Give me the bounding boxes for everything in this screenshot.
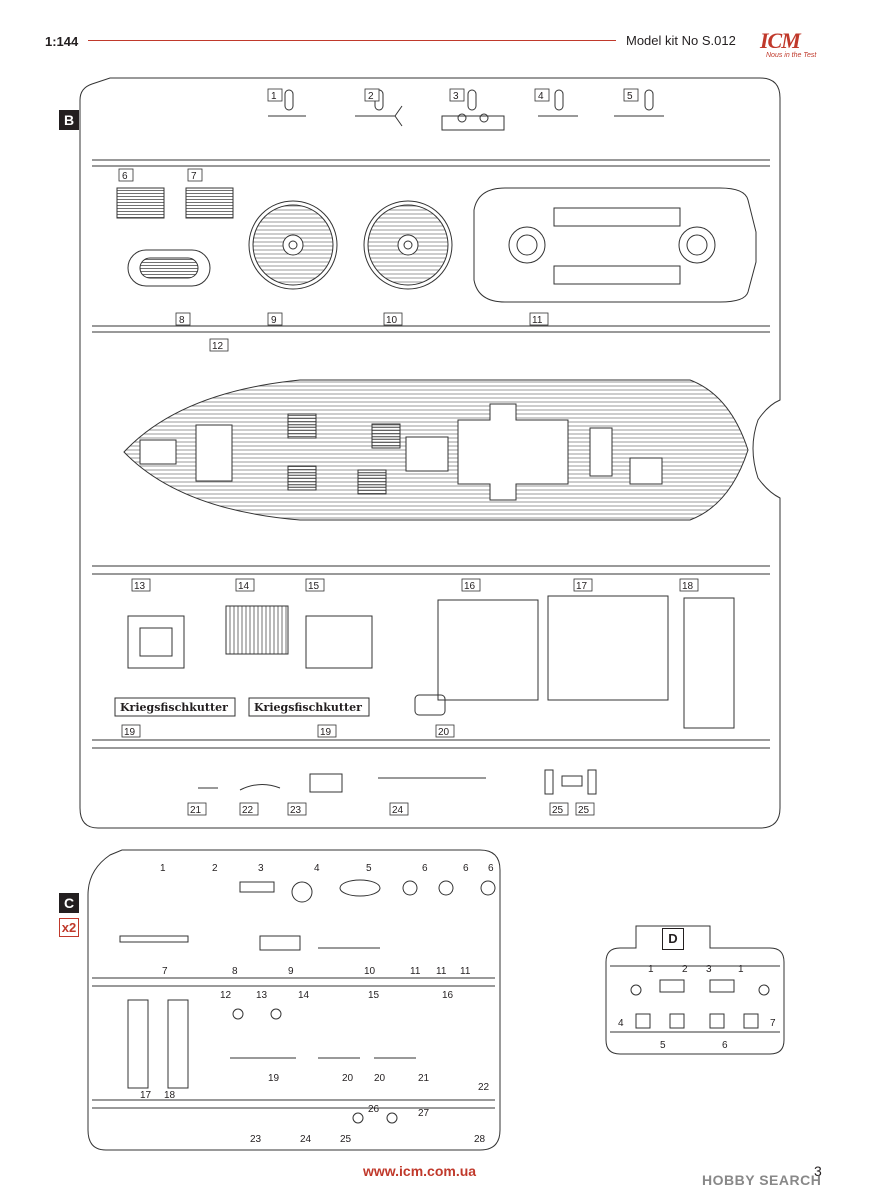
sprue-c-label: 11 xyxy=(460,966,471,977)
logo-tagline: Nous in the Test xyxy=(766,52,817,59)
sprue-b-label: 25 xyxy=(552,805,564,816)
sprue-b-label: 22 xyxy=(242,805,254,816)
sprue-c-label: 10 xyxy=(364,966,376,977)
sprue-b-label: 12 xyxy=(212,341,224,352)
sprue-b-label: 5 xyxy=(627,91,633,102)
sprue-d-label: 7 xyxy=(770,1018,776,1029)
sprue-d-label: 1 xyxy=(738,964,744,975)
sprue-c-label: 17 xyxy=(140,1090,152,1101)
sprue-c-label: 14 xyxy=(298,990,310,1001)
sprue-d-label: 5 xyxy=(660,1040,666,1051)
sprue-c-label: 4 xyxy=(314,863,320,874)
sprue-b-label: 19 xyxy=(124,727,136,738)
sprue-b-label: 23 xyxy=(290,805,302,816)
sprue-c-label: 19 xyxy=(268,1073,280,1084)
footer-url[interactable]: www.icm.com.ua xyxy=(363,1163,477,1179)
sprue-c-frame xyxy=(87,849,501,1151)
sprue-b-label: 24 xyxy=(392,805,404,816)
sprue-d-label: 3 xyxy=(706,964,712,975)
sprue-d-label: 1 xyxy=(648,964,654,975)
sprue-b-label: 6 xyxy=(122,171,128,182)
sprue-d-label: 2 xyxy=(682,964,688,975)
sprue-b-frame xyxy=(79,77,781,829)
sprue-c-label: 25 xyxy=(340,1134,352,1145)
sprue-b-label: 15 xyxy=(308,581,320,592)
sprue-c-label: 26 xyxy=(368,1104,380,1115)
sprue-c-label: 11 xyxy=(436,966,447,977)
sprue-b-label: 2 xyxy=(368,91,374,102)
name-plate-text: Kriegsfischkutter xyxy=(254,701,362,714)
hobby-search-watermark: HOBBY SEARCH xyxy=(702,1172,822,1188)
sprue-c-label: 20 xyxy=(374,1073,386,1084)
sprue-c-label: 12 xyxy=(220,990,232,1001)
sprue-c-label: 13 xyxy=(256,990,268,1001)
sprue-c-label: 6 xyxy=(488,863,494,874)
sprue-c-label: 2 xyxy=(212,863,218,874)
sprue-b-label: 10 xyxy=(386,315,398,326)
sprue-d-label: 4 xyxy=(618,1018,624,1029)
sprue-b-tag: B xyxy=(59,110,79,130)
sprue-c-label: 27 xyxy=(418,1108,430,1119)
sprue-c-label: 23 xyxy=(250,1134,262,1145)
sprue-b-label: 3 xyxy=(453,91,459,102)
sprue-b-label: 13 xyxy=(134,581,146,592)
sprue-d-label: 6 xyxy=(722,1040,728,1051)
logo-brand: ICM xyxy=(760,28,801,53)
sprue-b-label: 1 xyxy=(271,91,277,102)
name-plate-text: Kriegsfischkutter xyxy=(120,701,228,714)
sprue-b-label: 18 xyxy=(682,581,694,592)
sprue-d-frame xyxy=(605,925,785,1055)
sprue-b-label: 9 xyxy=(271,315,277,326)
sprue-c-label: 18 xyxy=(164,1090,176,1101)
sprue-c-label: 21 xyxy=(418,1073,430,1084)
sprue-b-label: 7 xyxy=(191,171,197,182)
sprue-b-label: 14 xyxy=(238,581,250,592)
sprue-b-label: 25 xyxy=(578,805,590,816)
sprue-c-label: 11 xyxy=(410,966,421,977)
sprue-c-label: 6 xyxy=(463,863,469,874)
sprue-b-label: 17 xyxy=(576,581,588,592)
sprue-c-label: 28 xyxy=(474,1134,486,1145)
sprue-b-label: 16 xyxy=(464,581,476,592)
sprue-c-label: 16 xyxy=(442,990,454,1001)
sprue-c-label: 20 xyxy=(342,1073,354,1084)
sprue-b-label: 8 xyxy=(179,315,185,326)
sprue-b-label: 20 xyxy=(438,727,450,738)
sprue-b-label: 19 xyxy=(320,727,332,738)
icm-logo: ICM Nous in the Test xyxy=(760,28,830,68)
sprue-c-multiplier: x2 xyxy=(59,918,79,937)
sprue-d-tag: D xyxy=(662,928,684,950)
sprue-c-label: 6 xyxy=(422,863,428,874)
sprue-c-label: 8 xyxy=(232,966,238,977)
scale-label: 1:144 xyxy=(45,34,79,49)
sprue-c-label: 3 xyxy=(258,863,264,874)
sprue-c-label: 15 xyxy=(368,990,380,1001)
sprue-c-label: 1 xyxy=(160,863,166,874)
sprue-c-label: 7 xyxy=(162,966,168,977)
sprue-c-label: 24 xyxy=(300,1134,312,1145)
header-rule xyxy=(88,40,616,41)
kit-number-label: Model kit No S.012 xyxy=(626,33,736,48)
sprue-c-label: 5 xyxy=(366,863,372,874)
sprue-b-label: 4 xyxy=(538,91,544,102)
sprue-c-label: 22 xyxy=(478,1082,490,1093)
sprue-c-tag: C xyxy=(59,893,79,913)
sprue-c-label: 9 xyxy=(288,966,294,977)
sprue-b-label: 11 xyxy=(532,315,543,326)
page-number: 3 xyxy=(814,1163,822,1179)
sprue-b-label: 21 xyxy=(190,805,202,816)
